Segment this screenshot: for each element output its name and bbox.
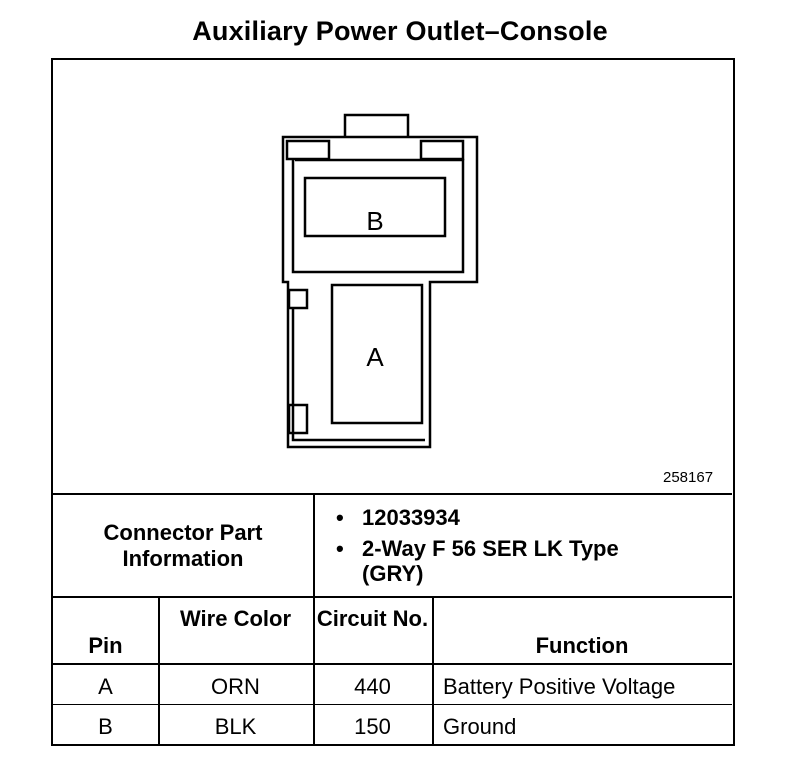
side-notch-lower	[287, 403, 309, 435]
row-a-circuit: 440	[354, 674, 391, 699]
divider-col-circuit	[432, 596, 434, 744]
cavity-b-label: B	[366, 206, 383, 236]
header-function: Function	[535, 633, 629, 658]
row-b-pin: B	[98, 714, 113, 739]
row-a-function: Battery Positive Voltage	[443, 674, 676, 699]
connector-frame: B A 258167 Connector Part Information • …	[51, 58, 735, 746]
connector-diagram: B A	[281, 113, 479, 449]
cavity-a-label: A	[366, 342, 384, 372]
row-b-function: Ground	[443, 714, 517, 739]
divider-header	[53, 663, 732, 665]
cavity-a	[330, 283, 424, 425]
side-notch-upper	[287, 288, 309, 310]
connector-lower-inner-wall	[291, 308, 425, 442]
header-wire-color: Wire Color	[179, 606, 292, 631]
connector-latch-tab	[343, 113, 410, 137]
connector-info-item: • 2-Way F 56 SER LK Type (GRY)	[336, 536, 619, 586]
corner-notch-right	[419, 139, 465, 161]
divider-row	[53, 704, 732, 705]
connector-outline	[281, 135, 479, 449]
row-b-circuit: 150	[354, 714, 391, 739]
divider-col-pin	[158, 596, 160, 744]
divider-info	[53, 596, 732, 598]
page-title: Auxiliary Power Outlet–Console	[192, 16, 608, 46]
corner-notch-left	[285, 139, 331, 161]
cavity-b	[303, 176, 447, 238]
header-pin: Pin	[88, 633, 123, 658]
connector-inner-rim	[291, 158, 465, 274]
row-b-wire-color: BLK	[214, 714, 257, 739]
connector-info-label: Connector Part Information	[103, 520, 263, 571]
connector-info-list: • 12033934 • 2-Way F 56 SER LK Type (GRY…	[336, 505, 652, 592]
divider-col-info	[313, 493, 315, 744]
connector-info-item: • 12033934	[336, 505, 460, 530]
row-a-wire-color: ORN	[211, 674, 260, 699]
header-circuit-no: Circuit No.	[316, 606, 429, 631]
figure-id: 258167	[663, 469, 714, 486]
divider-diagram	[53, 493, 732, 495]
row-a-pin: A	[98, 674, 113, 699]
